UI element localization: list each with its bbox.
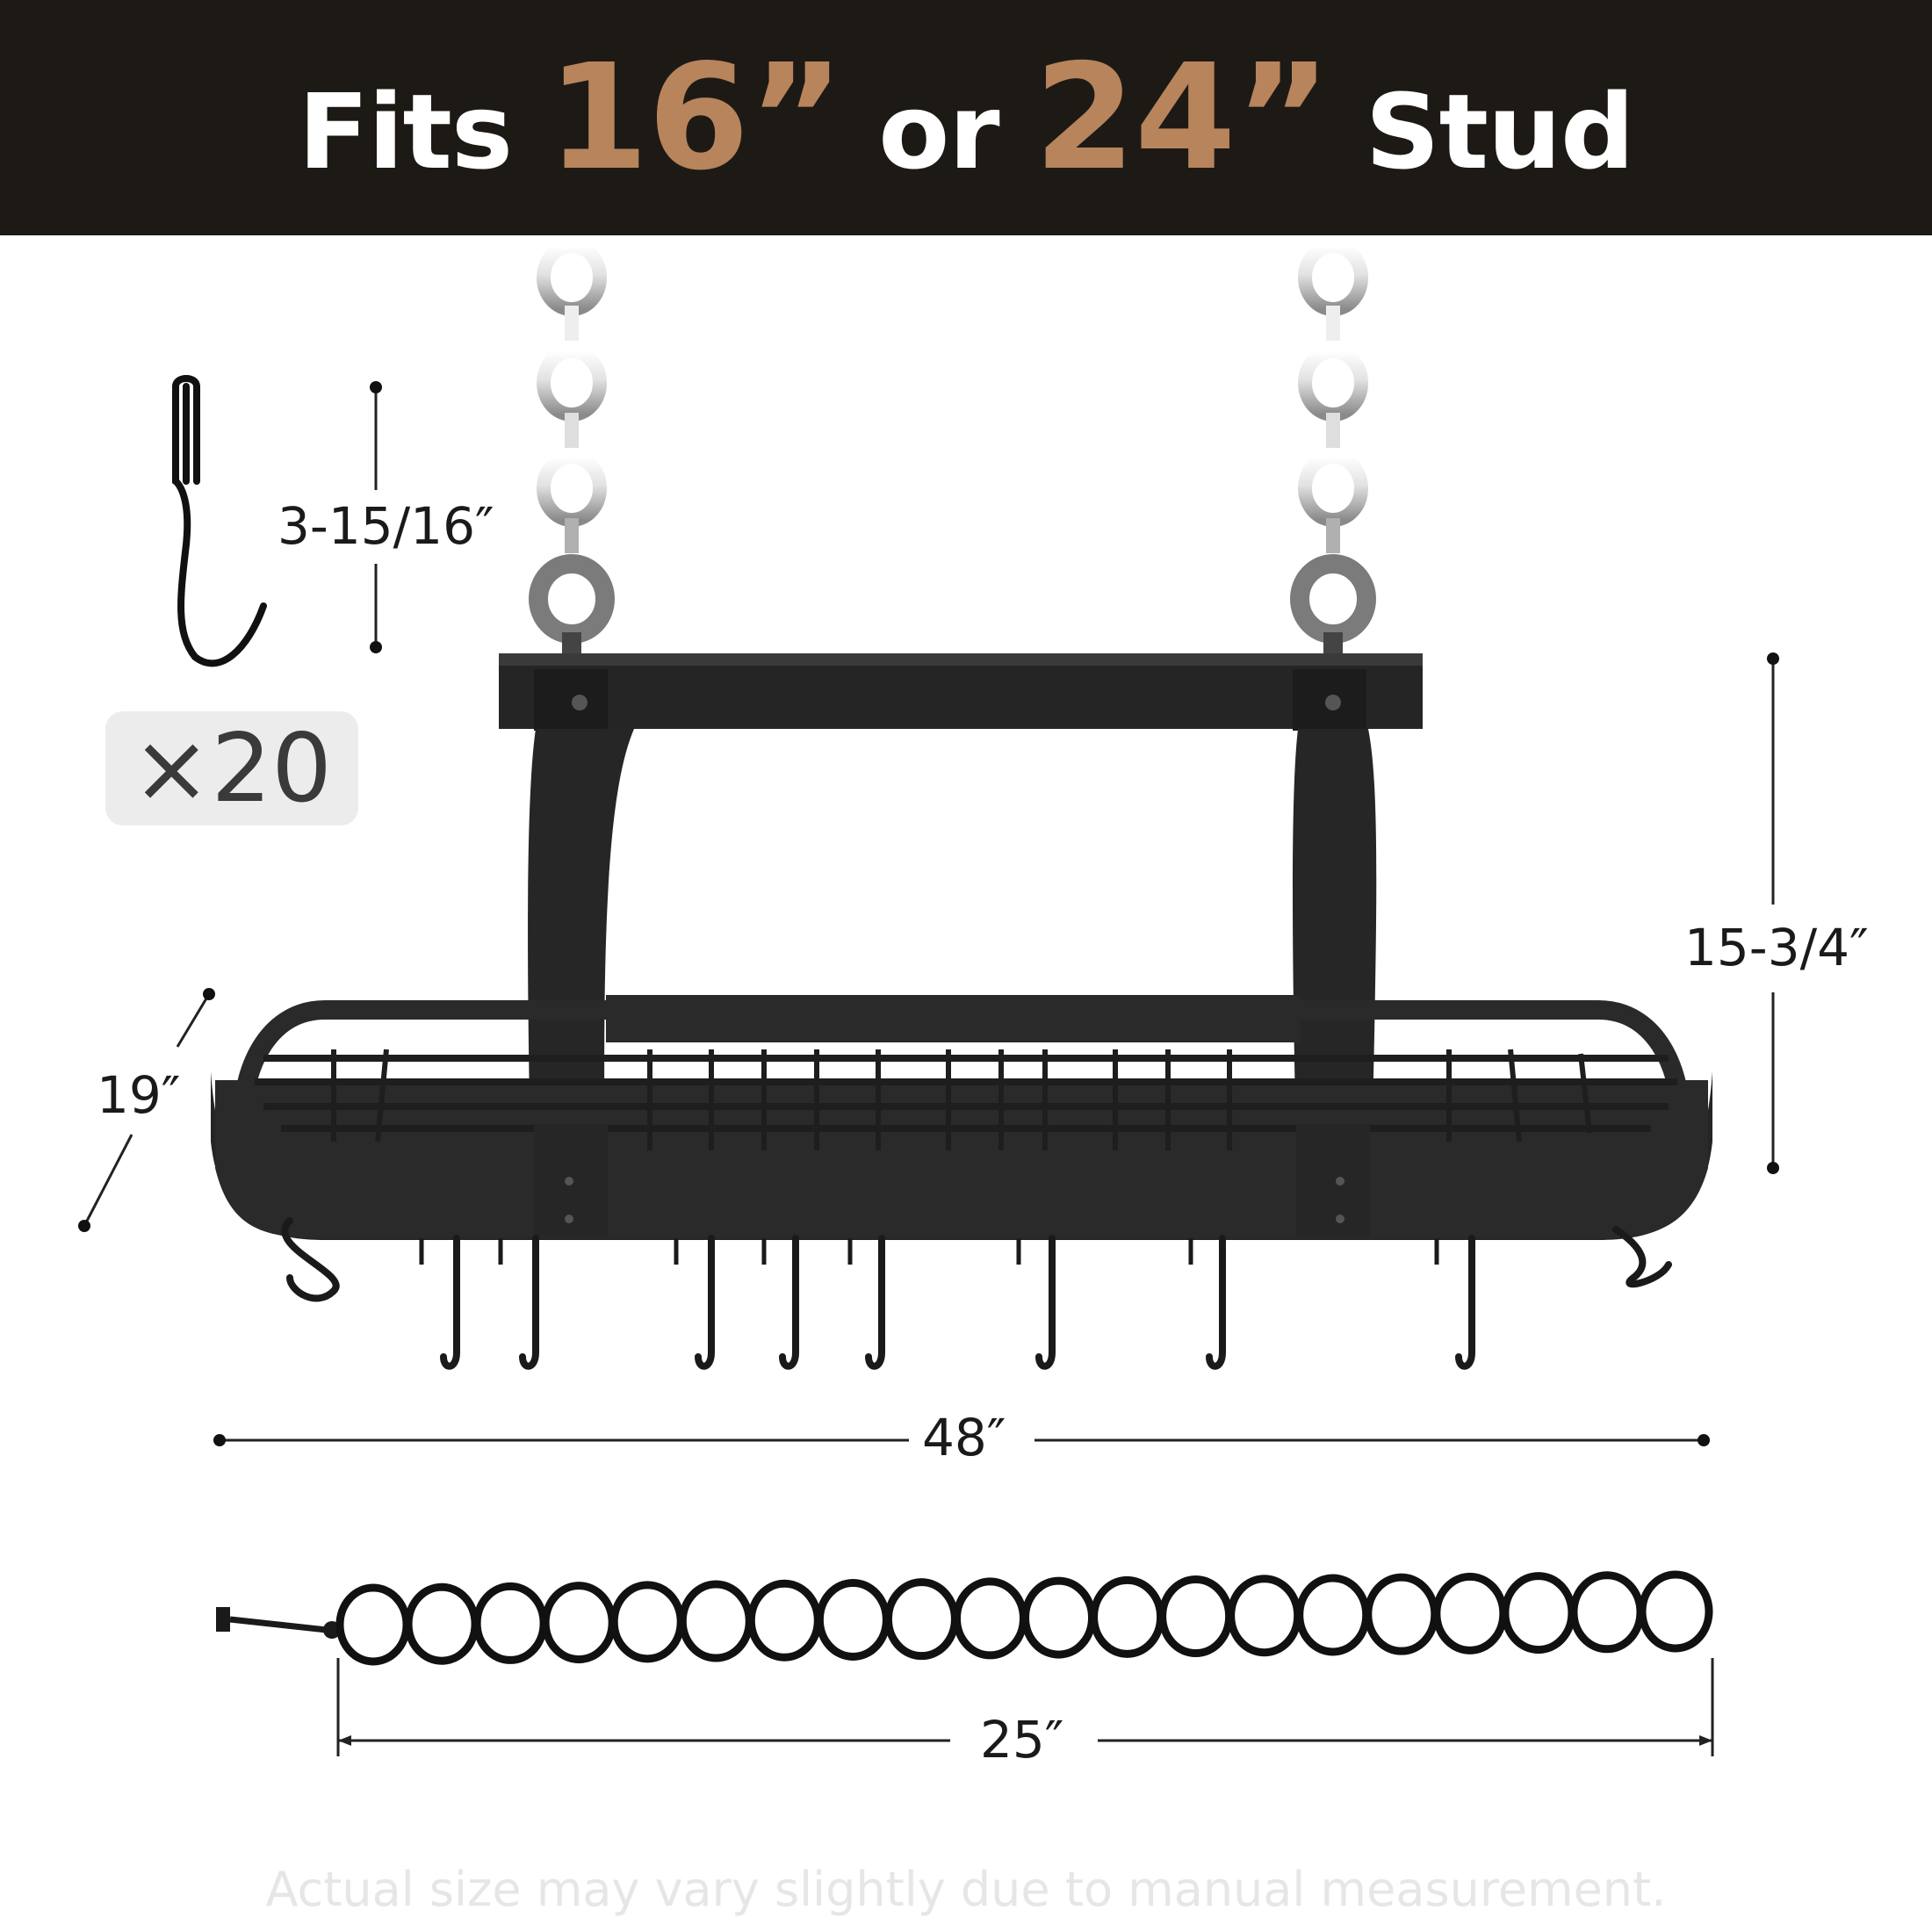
chain-link [1295, 1574, 1371, 1656]
chain-link [1432, 1572, 1508, 1654]
chain-bolt [216, 1607, 341, 1639]
chain-link [404, 1582, 479, 1665]
left-hanging-chain-icon [529, 239, 615, 657]
title-banner: Fits 16” or 24” Stud [0, 0, 1932, 235]
hook-length-label: 3-15/16″ [278, 496, 494, 556]
right-hanging-chain-icon [1290, 239, 1376, 657]
chain-link [335, 1583, 411, 1666]
chain-link [472, 1582, 548, 1664]
chain-link [952, 1577, 1027, 1660]
hook-quantity-label: ×20 [132, 713, 332, 824]
chain-link [1569, 1571, 1645, 1654]
chain-icon [216, 1570, 1713, 1666]
chain-link [815, 1578, 890, 1661]
banner-word-stud: Stud [1365, 70, 1635, 192]
stud-size-24: 24” [1034, 32, 1331, 203]
chain-link [1638, 1570, 1713, 1653]
chain-link [1364, 1573, 1439, 1655]
banner-word-fits: Fits [298, 70, 513, 192]
rack-depth-label: 19″ [97, 1065, 181, 1125]
rack-height-label: 15-3/4″ [1684, 918, 1869, 977]
banner-title: Fits 16” or 24” Stud [298, 32, 1635, 203]
hook-quantity-badge: ×20 [105, 711, 358, 825]
chain-link [678, 1580, 753, 1662]
rack-depth-dimension [78, 988, 215, 1232]
chain-links [335, 1570, 1713, 1666]
banner-word-or: or [878, 70, 999, 192]
chain-link [1501, 1572, 1576, 1654]
chain-link [541, 1582, 616, 1664]
s-hook-icon [172, 375, 267, 667]
chain-link [1227, 1575, 1302, 1657]
chain-link [1158, 1575, 1234, 1658]
chain-link [883, 1578, 959, 1661]
chain-link [746, 1579, 822, 1662]
chain-length-dimension [336, 1658, 1714, 1756]
rack-height-dimension [1767, 652, 1779, 1174]
stud-size-16: 16” [547, 32, 844, 203]
chain-link [609, 1581, 685, 1663]
pot-rack-icon [211, 653, 1712, 1370]
chain-link [1021, 1576, 1097, 1659]
disclaimer-text: Actual size may vary slightly due to man… [265, 1862, 1667, 1917]
rack-width-dimension [213, 1434, 1710, 1446]
rack-width-label: 48″ [922, 1408, 1006, 1467]
chain-link [1090, 1575, 1165, 1658]
chain-length-label: 25″ [980, 1710, 1064, 1770]
hook-length-dimension [370, 381, 382, 653]
